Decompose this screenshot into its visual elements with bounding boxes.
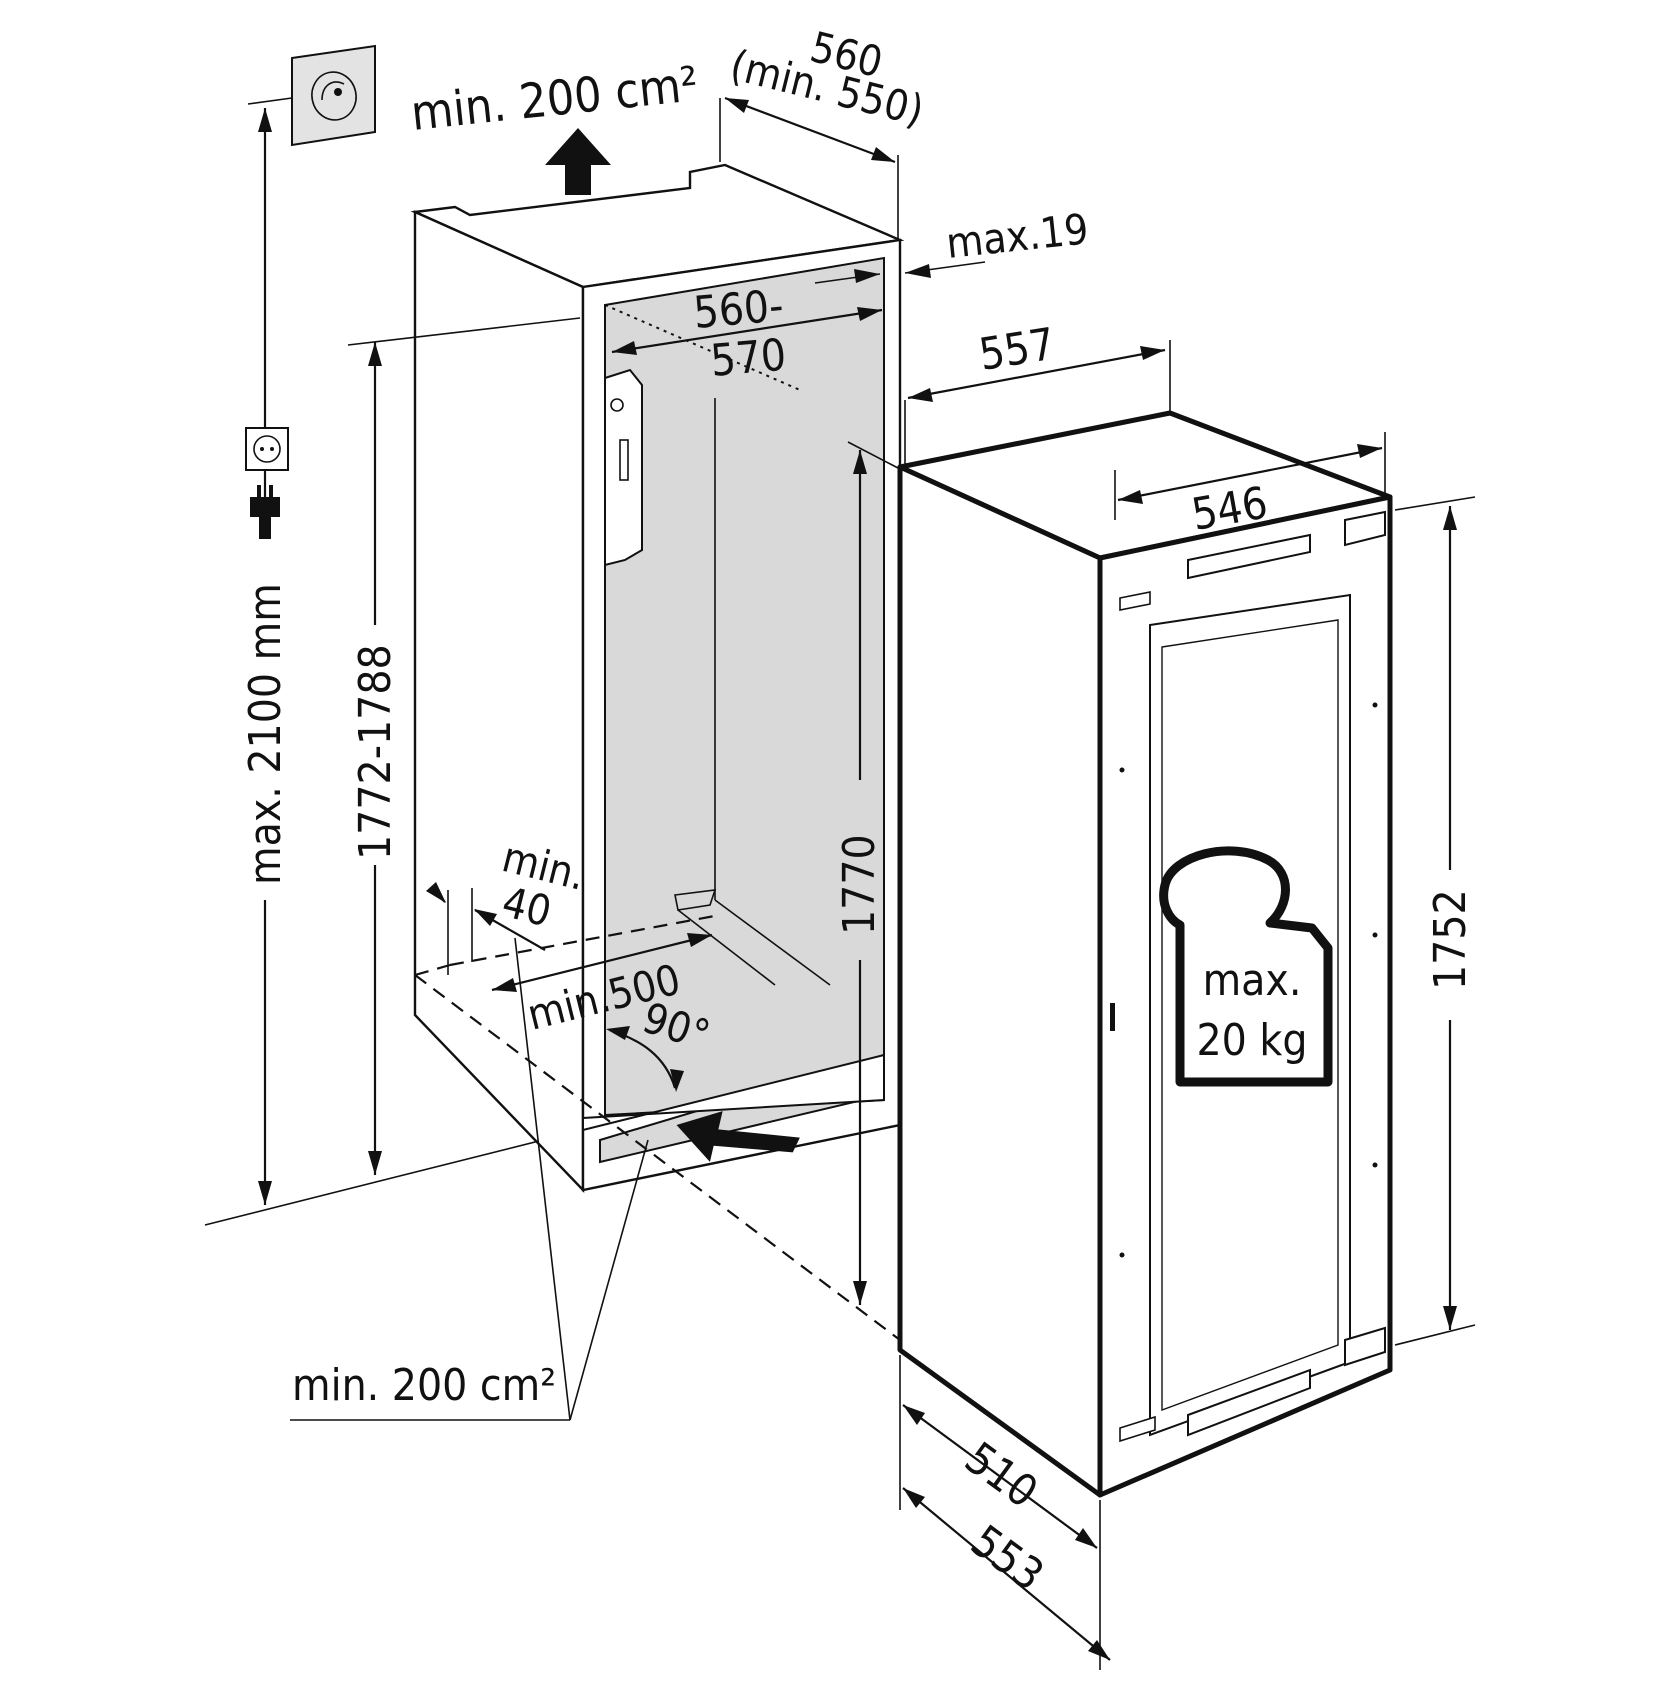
niche-cabinet <box>204 163 1041 1341</box>
niche-height-label: 1772-1788 <box>350 644 401 860</box>
depth-553-label: 553 <box>962 1516 1053 1602</box>
ventilation-icon <box>291 44 376 147</box>
appliance <box>897 410 1393 1498</box>
top-ventilation-label: min. 200 cm² <box>408 56 700 142</box>
depth-557-label: 557 <box>976 319 1059 381</box>
niche-width-label-bottom: 570 <box>709 330 789 387</box>
up-arrow-icon <box>545 128 611 195</box>
height-1752-label: 1752 <box>1425 889 1476 990</box>
height-1770-label: 1770 <box>834 834 885 935</box>
wall-socket-icon <box>245 427 289 471</box>
weight-icon: max. 20 kg <box>1159 846 1333 1087</box>
max-height-label: max. 2100 mm <box>240 583 291 885</box>
weight-label-bottom: 20 kg <box>1197 1015 1308 1066</box>
inlet-arrow-icon <box>676 1111 800 1162</box>
weight-label-top: max. <box>1203 955 1302 1006</box>
power-plug-icon <box>250 485 280 539</box>
bottom-ventilation-label: min. 200 cm² <box>292 1360 556 1411</box>
min40-label-bottom: 40 <box>498 877 557 936</box>
niche-width-label-top: 560- <box>692 280 786 339</box>
max-offset-label: max.19 <box>944 204 1091 268</box>
